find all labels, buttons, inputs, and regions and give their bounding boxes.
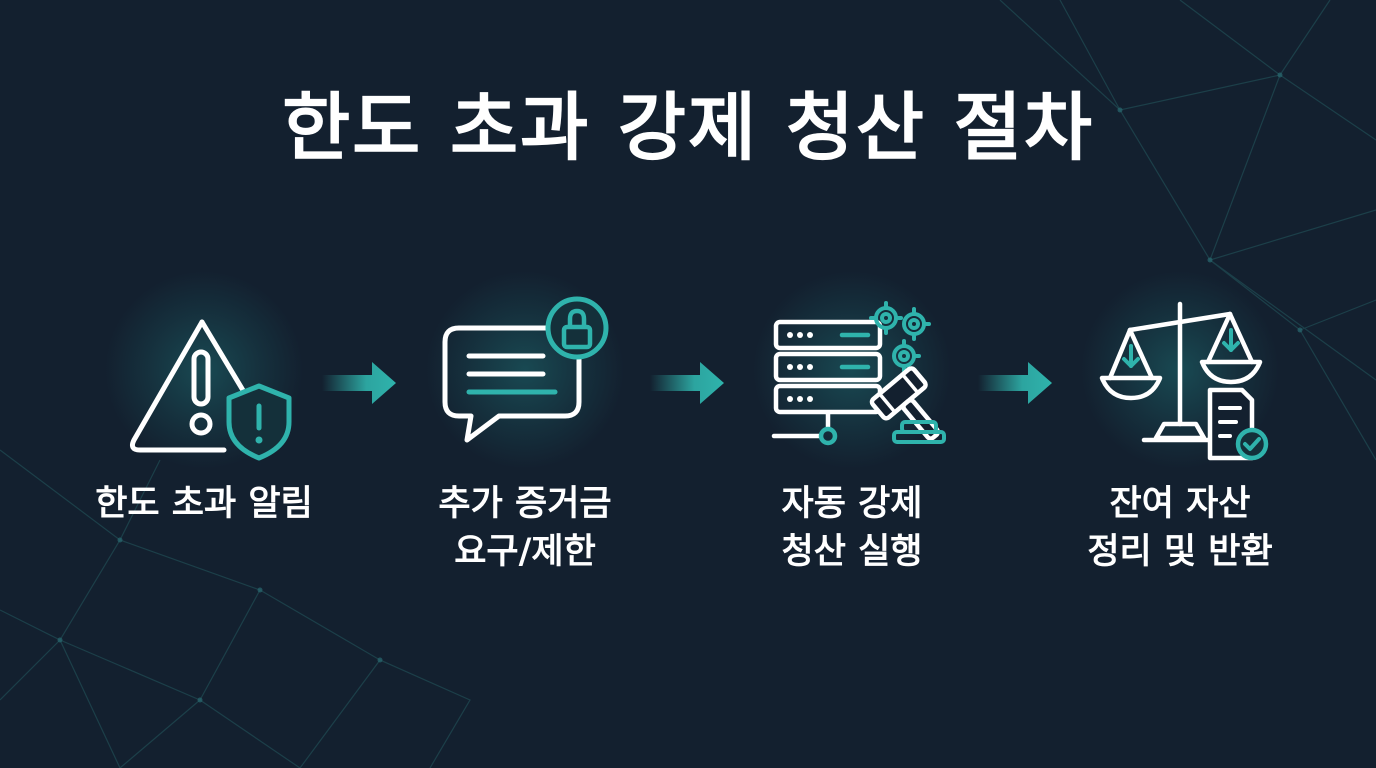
step-label: 한도 초과 알림 (95, 484, 313, 524)
step-residual-asset-return: 잔여 자산 정리 및 반환 (1040, 270, 1320, 600)
scale-document-check-icon (1099, 301, 1269, 461)
flow-arrow-icon (650, 362, 724, 404)
page-title: 한도 초과 강제 청산 절차 (282, 85, 1094, 171)
step-auto-liquidation: 자동 강제 청산 실행 (712, 270, 992, 600)
step-label: 잔여 자산 정리 및 반환 (1087, 484, 1273, 572)
server-gavel-gears-icon (771, 301, 946, 446)
step-label: 추가 증거금 요구/제한 (438, 484, 612, 572)
warning-shield-icon (130, 319, 292, 461)
flow-arrow-icon (322, 362, 396, 404)
chat-lock-icon (442, 296, 609, 443)
step-margin-call-restriction: 추가 증거금 요구/제한 (385, 270, 665, 600)
step-label: 자동 강제 청산 실행 (781, 484, 923, 572)
step-limit-exceeded-alert: 한도 초과 알림 (64, 270, 344, 600)
flow-arrow-icon (978, 362, 1052, 404)
